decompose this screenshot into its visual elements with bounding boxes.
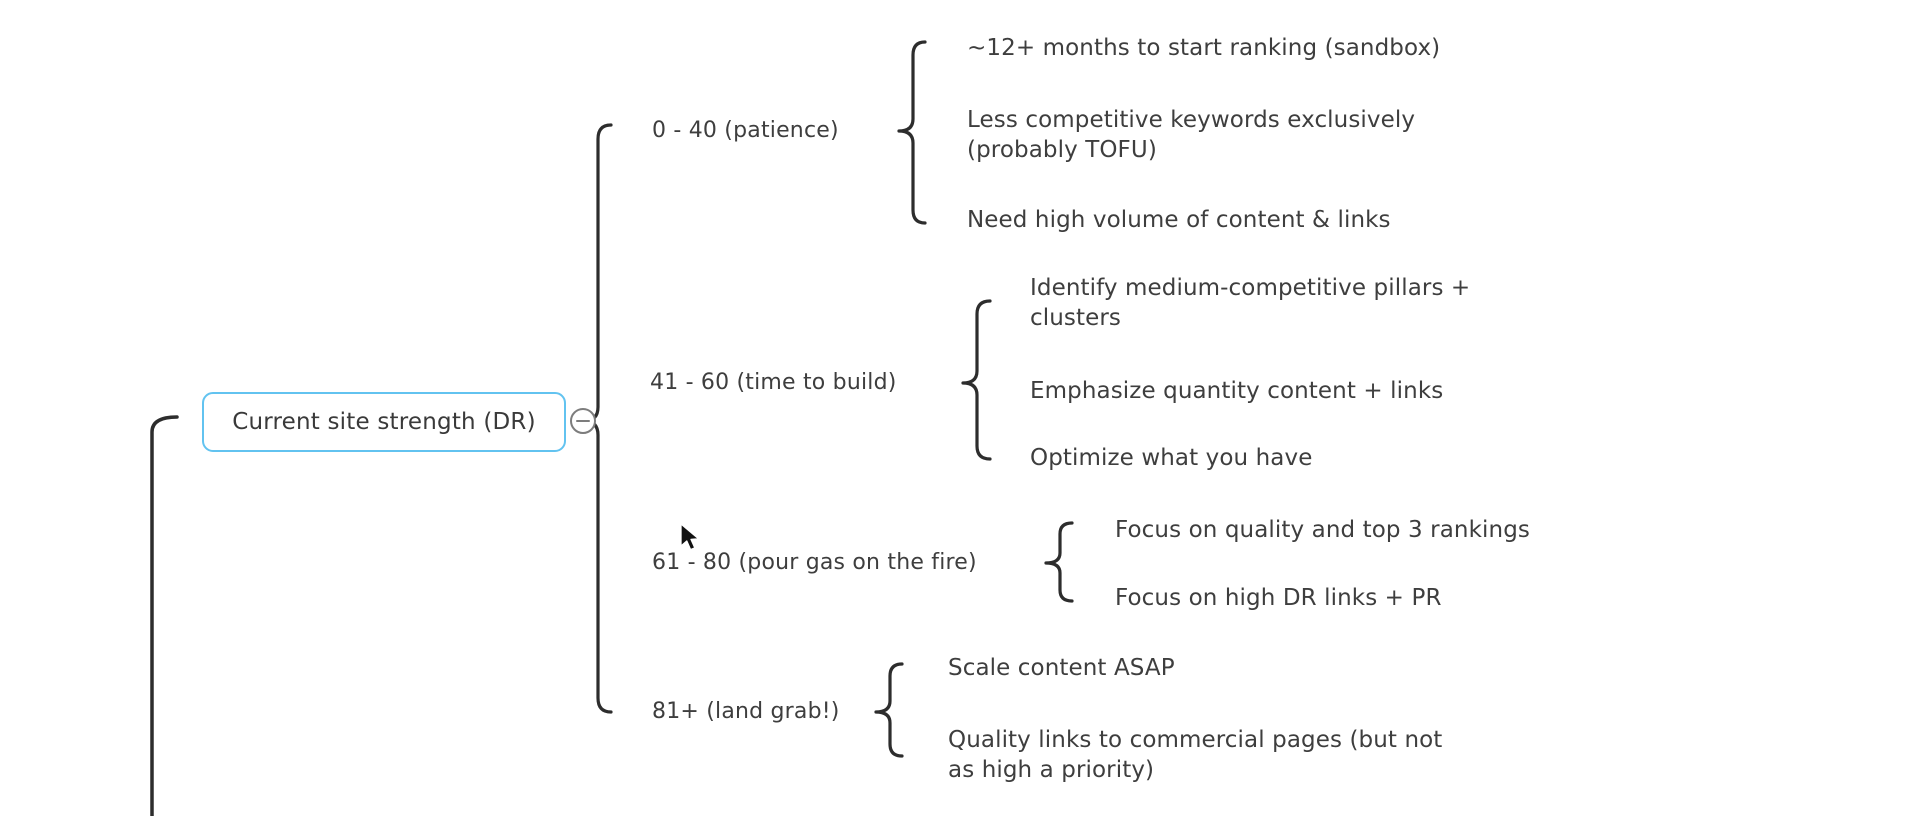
branch-label-81plus[interactable]: 81+ (land grab!) xyxy=(652,699,840,724)
leaf-line: (probably TOFU) xyxy=(967,137,1157,163)
leaf-line: Quality links to commercial pages (but n… xyxy=(948,727,1443,753)
branch-brace-0-40 xyxy=(897,40,927,225)
parent-brace xyxy=(150,415,179,816)
leaf-node-quality-links[interactable]: Quality links to commercial pages (but n… xyxy=(948,725,1442,785)
leaf-node-sandbox[interactable]: ~12+ months to start ranking (sandbox) xyxy=(967,33,1440,63)
branch-brace-61-80 xyxy=(1044,521,1074,603)
leaf-node-high-dr-links[interactable]: Focus on high DR links + PR xyxy=(1115,583,1442,613)
branch-brace-81plus xyxy=(874,662,904,758)
leaf-line: as high a priority) xyxy=(948,757,1155,783)
leaf-line: Focus on high DR links + PR xyxy=(1115,585,1442,611)
leaf-line: clusters xyxy=(1030,305,1122,331)
leaf-node-optimize[interactable]: Optimize what you have xyxy=(1030,443,1312,473)
leaf-node-high-volume[interactable]: Need high volume of content & links xyxy=(967,205,1391,235)
root-node[interactable]: Current site strength (DR) xyxy=(202,392,566,452)
leaf-node-quality-top3[interactable]: Focus on quality and top 3 rankings xyxy=(1115,515,1530,545)
leaf-node-scale-content[interactable]: Scale content ASAP xyxy=(948,653,1175,683)
branch-brace-41-60 xyxy=(961,299,992,461)
leaf-line: Emphasize quantity content + links xyxy=(1030,378,1444,404)
leaf-line: Identify medium-competitive pillars + xyxy=(1030,275,1471,301)
root-node-label: Current site strength (DR) xyxy=(232,409,536,435)
leaf-line: Optimize what you have xyxy=(1030,445,1313,471)
leaf-line: Less competitive keywords exclusively xyxy=(967,107,1416,133)
leaf-line: ~12+ months to start ranking (sandbox) xyxy=(967,35,1441,61)
leaf-node-identify-pillars[interactable]: Identify medium-competitive pillars + cl… xyxy=(1030,273,1470,333)
leaf-line: Focus on quality and top 3 rankings xyxy=(1115,517,1530,543)
leaf-line: Scale content ASAP xyxy=(948,655,1175,681)
leaf-line: Need high volume of content & links xyxy=(967,207,1391,233)
branch-label-41-60[interactable]: 41 - 60 (time to build) xyxy=(650,370,897,395)
branch-label-61-80[interactable]: 61 - 80 (pour gas on the fire) xyxy=(652,550,977,575)
leaf-node-less-competitive[interactable]: Less competitive keywords exclusively (p… xyxy=(967,105,1415,165)
minus-icon xyxy=(576,419,590,423)
branch-label-0-40[interactable]: 0 - 40 (patience) xyxy=(652,118,839,143)
leaf-node-emphasize-quantity[interactable]: Emphasize quantity content + links xyxy=(1030,376,1443,406)
collapse-button[interactable] xyxy=(570,408,596,434)
